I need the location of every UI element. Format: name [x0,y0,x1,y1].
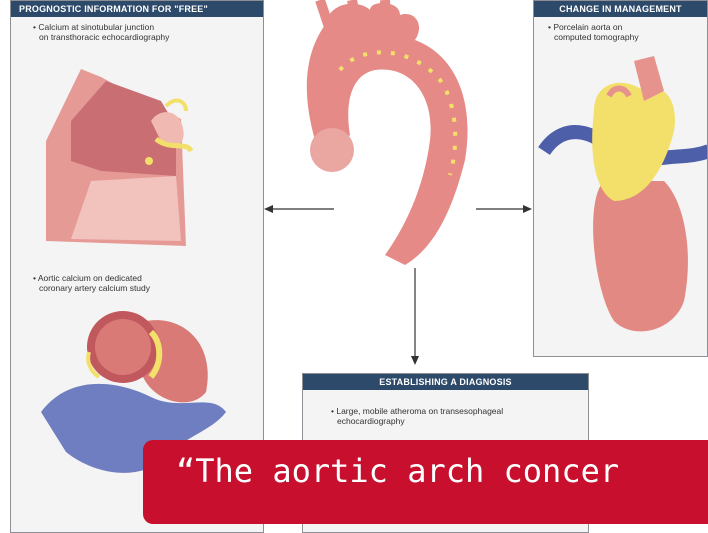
diagnosis-panel-header: ESTABLISHING A DIAGNOSIS [303,374,588,390]
prognostic-panel: PROGNOSTIC INFORMATION FOR "FREE" • Calc… [10,0,264,263]
atheroma-bullet-line2: echocardiography [337,416,405,427]
caption-text: “The aortic arch concer [176,452,619,490]
arrow-right [474,203,534,215]
aorta-illustration [290,0,540,270]
porcelain-aorta-illustration [534,1,708,357]
sinotubular-echo-illustration [11,1,264,263]
arrow-left [262,203,337,215]
atheroma-bullet-line1: • Large, mobile atheroma on transesophag… [331,406,503,417]
management-panel: CHANGE IN MANAGEMENT • Porcelain aorta o… [533,0,708,357]
arrow-down [409,268,421,368]
